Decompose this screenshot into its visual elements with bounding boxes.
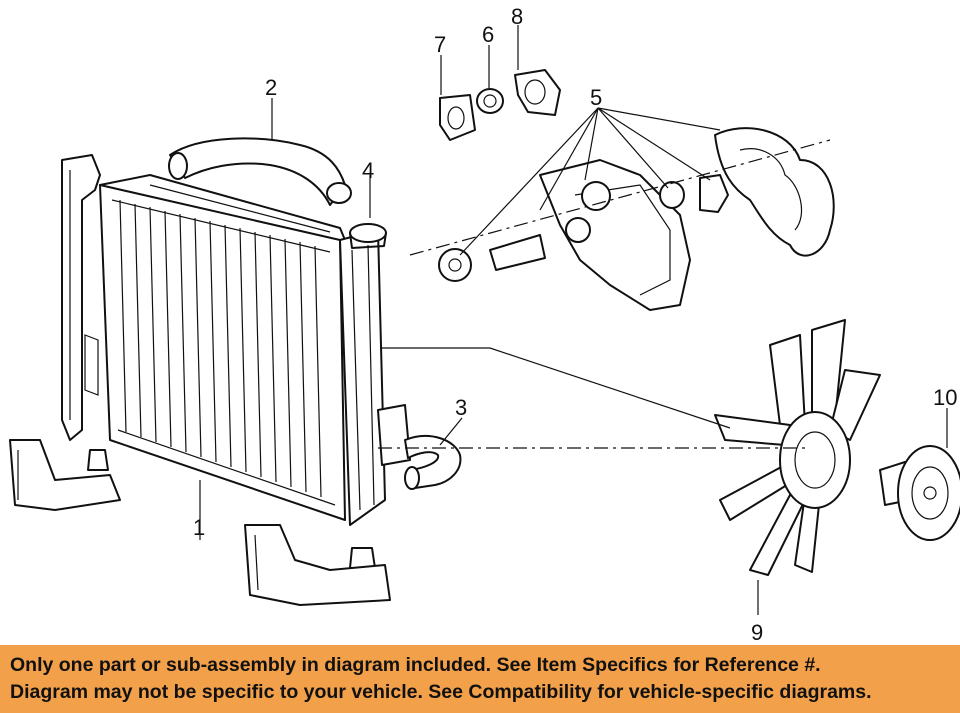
lower-hose <box>404 435 462 490</box>
upper-hose <box>168 137 352 206</box>
callout-4: 4 <box>362 158 374 183</box>
radiator <box>9 154 411 606</box>
fan-clutch <box>879 445 960 541</box>
disclaimer-banner: Only one part or sub-assembly in diagram… <box>0 645 960 713</box>
callout-8: 8 <box>511 4 523 29</box>
callout-7: 7 <box>434 32 446 57</box>
callout-2: 2 <box>265 75 277 100</box>
leader-lines <box>199 25 948 615</box>
water-pump-assembly <box>438 69 835 311</box>
cooling-fan <box>714 319 881 576</box>
callout-9: 9 <box>751 620 763 645</box>
callout-5: 5 <box>590 85 602 110</box>
disclaimer-line-1: Only one part or sub-assembly in diagram… <box>10 654 821 676</box>
callout-6: 6 <box>482 22 494 47</box>
callout-10: 10 <box>933 385 957 410</box>
callout-1: 1 <box>193 515 205 540</box>
disclaimer-line-2: Diagram may not be specific to your vehi… <box>10 681 872 703</box>
callout-3: 3 <box>455 395 467 420</box>
parts-diagram: 1 2 3 4 5 6 7 8 9 10 <box>9 4 960 645</box>
